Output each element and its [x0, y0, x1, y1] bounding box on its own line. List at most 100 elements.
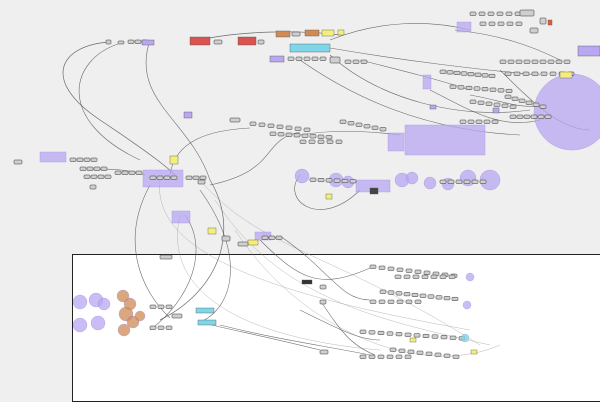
component-node[interactable] — [301, 133, 309, 138]
component-node[interactable] — [448, 274, 456, 279]
component-node[interactable] — [347, 121, 355, 126]
component-node[interactable] — [404, 354, 412, 359]
component-node[interactable] — [387, 290, 395, 295]
component-node[interactable] — [407, 349, 415, 354]
component-node[interactable] — [387, 299, 395, 304]
component-node[interactable] — [540, 71, 548, 76]
component-node[interactable] — [396, 299, 404, 304]
component-node[interactable] — [317, 134, 325, 139]
component-node[interactable] — [185, 175, 193, 180]
param-dark[interactable] — [301, 279, 313, 285]
component-node[interactable] — [471, 179, 479, 184]
toggle[interactable] — [539, 17, 547, 25]
component-node[interactable] — [489, 87, 497, 92]
component-node[interactable] — [285, 125, 293, 130]
component-node[interactable] — [170, 175, 178, 180]
group-blob[interactable] — [97, 297, 111, 311]
slider-group[interactable] — [422, 74, 432, 90]
component-node[interactable] — [504, 94, 512, 99]
component-node[interactable] — [89, 184, 97, 190]
component-node[interactable] — [395, 332, 403, 337]
component-node[interactable] — [416, 350, 424, 355]
component-node[interactable] — [117, 40, 125, 45]
component-node[interactable] — [427, 294, 435, 299]
cyan-group[interactable] — [195, 307, 215, 314]
component-node[interactable] — [522, 71, 530, 76]
component-node[interactable] — [213, 39, 223, 45]
component-node[interactable] — [555, 59, 563, 64]
component-node[interactable] — [128, 170, 136, 175]
component-node[interactable] — [396, 267, 404, 272]
orange-blob[interactable] — [134, 310, 146, 322]
component-node[interactable] — [359, 329, 367, 334]
analysis-group[interactable] — [404, 124, 486, 156]
component-node[interactable] — [532, 102, 540, 107]
param-group[interactable] — [269, 55, 285, 63]
component-node[interactable] — [515, 59, 523, 64]
component-node[interactable] — [459, 119, 467, 124]
component-node[interactable] — [159, 254, 173, 260]
analysis-group[interactable] — [387, 132, 405, 152]
component-node[interactable] — [467, 119, 475, 124]
component-node[interactable] — [379, 289, 387, 294]
component-node[interactable] — [496, 11, 504, 16]
component-node[interactable] — [488, 21, 496, 26]
component-node[interactable] — [439, 179, 447, 184]
component-node[interactable] — [488, 73, 496, 78]
component-node[interactable] — [303, 56, 311, 61]
component-node[interactable] — [157, 325, 165, 330]
component-node[interactable] — [368, 354, 376, 359]
component-node[interactable] — [83, 174, 91, 179]
component-node[interactable] — [335, 139, 343, 144]
component-node[interactable] — [443, 353, 451, 358]
panel[interactable] — [470, 349, 478, 355]
cyan-group[interactable] — [197, 319, 217, 326]
component-node[interactable] — [483, 119, 491, 124]
component-node[interactable] — [563, 59, 571, 64]
component-node[interactable] — [371, 125, 379, 130]
component-node[interactable] — [267, 123, 275, 128]
component-node[interactable] — [479, 179, 487, 184]
component-node[interactable] — [491, 119, 499, 124]
component-node[interactable] — [453, 70, 461, 75]
component-node[interactable] — [439, 69, 447, 74]
component-node[interactable] — [93, 166, 101, 171]
component-node[interactable] — [477, 100, 485, 105]
component-node[interactable] — [349, 179, 357, 184]
component-node[interactable] — [268, 235, 276, 240]
component-node[interactable] — [529, 27, 539, 34]
component-node[interactable] — [422, 333, 430, 338]
component-node[interactable] — [192, 175, 200, 180]
component-node[interactable] — [449, 335, 457, 340]
orange-blob[interactable] — [116, 289, 130, 303]
component-node[interactable] — [157, 304, 165, 309]
component-node[interactable] — [509, 114, 517, 119]
group-blob[interactable] — [405, 171, 419, 185]
orange-blob[interactable] — [117, 323, 131, 337]
top-right-group[interactable] — [456, 21, 472, 33]
component-node[interactable] — [355, 122, 363, 127]
component-node[interactable] — [449, 84, 457, 89]
component-node[interactable] — [499, 59, 507, 64]
component-node[interactable] — [221, 235, 231, 242]
component-node[interactable] — [308, 139, 316, 144]
component-node[interactable] — [369, 299, 377, 304]
component-node[interactable] — [455, 179, 463, 184]
component-node[interactable] — [149, 304, 157, 309]
component-node[interactable] — [425, 351, 433, 356]
component-node[interactable] — [105, 39, 112, 45]
component-node[interactable] — [446, 70, 454, 75]
component-node[interactable] — [229, 117, 241, 123]
component-node[interactable] — [465, 85, 473, 90]
component-node[interactable] — [386, 354, 394, 359]
component-node[interactable] — [474, 72, 482, 77]
component-node[interactable] — [493, 102, 501, 107]
component-node[interactable] — [414, 269, 422, 274]
component-node[interactable] — [309, 177, 317, 182]
component-node[interactable] — [325, 178, 333, 183]
component-node[interactable] — [463, 179, 471, 184]
component-node[interactable] — [469, 99, 477, 104]
panel[interactable] — [325, 193, 333, 200]
component-node[interactable] — [523, 59, 531, 64]
